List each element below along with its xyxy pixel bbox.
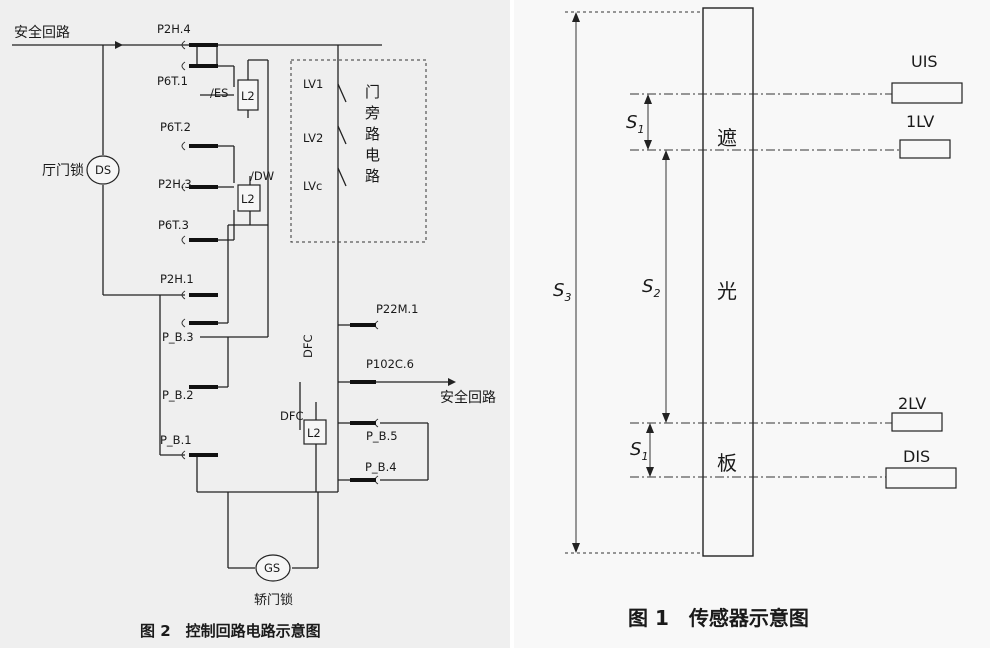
switch-label-lv2: LV2 (303, 131, 323, 145)
contact-bars (181, 40, 379, 485)
contact-p6t-2 (181, 141, 218, 151)
right-figure-caption: 图 1 传感器示意图 (628, 606, 809, 630)
dfc-label-2: DFC (280, 409, 304, 423)
door-bypass-label: 门旁路电路 (363, 84, 381, 189)
contact-label-p6t-1: P6T.1 (157, 74, 188, 88)
car-door-lock-symbol-text: GS (264, 561, 280, 575)
dw-label: /DW (250, 169, 274, 183)
plate-char-2: 光 (717, 279, 737, 303)
sensor-dis (885, 467, 957, 489)
contact-label-pb-1: P_B.1 (160, 433, 192, 447)
contact-p2h-4 (181, 40, 218, 50)
relay-l2-top-label: L2 (241, 89, 255, 103)
left-figure-caption: 图 2 控制回路电路示意图 (140, 622, 321, 640)
sensor-1lv (899, 139, 951, 159)
door-bypass-box (290, 59, 427, 243)
sensor-uis (891, 82, 963, 104)
dim-label-s1-bottom: S1 (630, 439, 648, 463)
sensor-label-uis: UIS (911, 52, 938, 71)
switch-label-lvc: LVc (303, 179, 322, 193)
contact-p22m-1 (350, 320, 379, 330)
car-door-lock-label: 轿门锁 (254, 592, 293, 608)
plate-char-1: 遮 (717, 126, 737, 150)
contact-label-p6t-2: P6T.2 (160, 120, 191, 134)
sensor-label-dis: DIS (903, 447, 930, 466)
car-door-lock-symbol (255, 554, 291, 582)
plate-char-3: 板 (717, 451, 737, 475)
dimension-s1-bottom (646, 423, 654, 477)
switch-label-lv1: LV1 (303, 77, 323, 91)
safety-circuit-in-label: 安全回路 (14, 24, 70, 41)
relay-l2-bottom (303, 419, 327, 445)
contact-pb-4 (350, 475, 379, 485)
sensor-label-2lv: 2LV (898, 394, 926, 413)
shading-plate (702, 7, 754, 557)
bypass-switch-lv1 (337, 83, 347, 103)
relay-l2-mid-label: L2 (241, 192, 255, 206)
es-label: /ES (210, 86, 228, 100)
contact-p6t-3 (181, 235, 218, 245)
contact-p2h-1 (181, 290, 218, 300)
contact-label-p2h-3: P2H.3 (158, 177, 192, 191)
safety-circuit-out-label: 安全回路 (440, 389, 496, 406)
bypass-switch-lvc (337, 167, 347, 187)
contact-pb-5 (350, 418, 379, 428)
hall-door-lock-symbol (86, 155, 120, 185)
relay-l2-top (237, 79, 259, 111)
contact-pb-3 (181, 318, 218, 328)
relay-l2-bottom-label: L2 (307, 426, 321, 440)
contact-label-p6t-3: P6T.3 (158, 218, 189, 232)
left-panel: L2 L2 L2 /ES /DW DFC DFC LV1 LV2 LVc 门旁路… (0, 0, 512, 648)
contact-label-pb-4: P_B.4 (365, 460, 397, 474)
contact-label-pb-5: P_B.5 (366, 429, 398, 443)
contact-label-pb-3: P_B.3 (162, 330, 194, 344)
dim-label-s1-top: S1 (626, 112, 644, 136)
dimension-s3 (572, 12, 580, 553)
contact-label-p2h-1: P2H.1 (160, 272, 194, 286)
dim-label-s2: S2 (642, 276, 660, 300)
dimension-s1-top (644, 94, 652, 150)
dim-label-s3: S3 (553, 280, 571, 304)
sensor-2lv (891, 412, 943, 432)
hall-door-lock-symbol-text: DS (95, 163, 111, 177)
contact-label-p22m-1: P22M.1 (376, 302, 418, 316)
dimension-s2 (662, 150, 670, 423)
contact-label-pb-2: P_B.2 (162, 388, 194, 402)
sensor-label-1lv: 1LV (906, 112, 934, 131)
contact-label-p102c-6: P102C.6 (366, 357, 414, 371)
contact-label-p2h-4: P2H.4 (157, 22, 191, 36)
relay-l2-mid (237, 184, 261, 212)
contact-p6t-1 (181, 61, 218, 71)
right-panel: 遮 光 板 S3 S1 (510, 0, 990, 648)
bypass-switch-lv2 (337, 125, 347, 145)
hall-door-lock-label: 厅门锁 (42, 163, 84, 179)
dfc-label: DFC (301, 335, 315, 359)
contact-p2h-3 (181, 182, 218, 192)
contact-pb-1 (181, 450, 218, 460)
